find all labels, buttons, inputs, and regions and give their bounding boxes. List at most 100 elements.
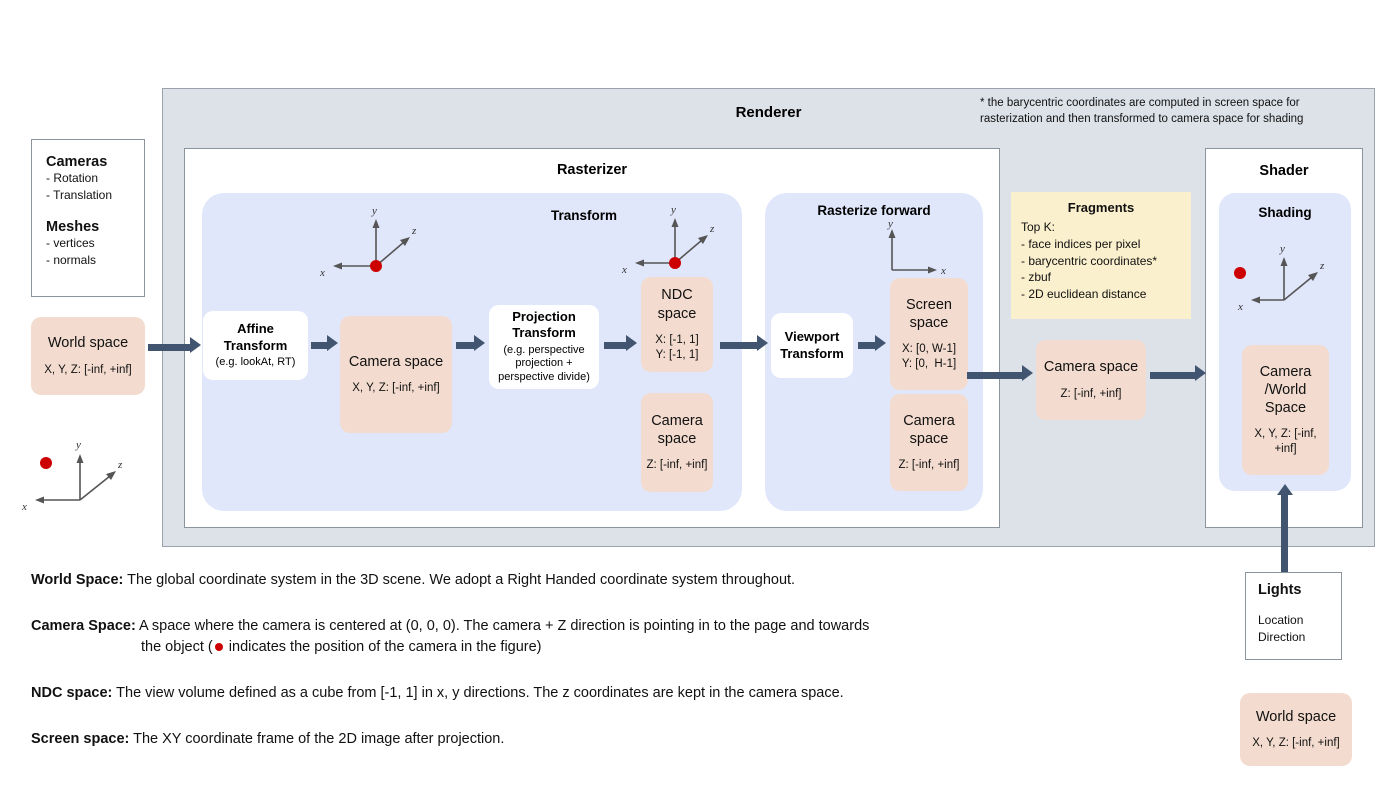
cameras-item-rotation: - Rotation [46,171,99,185]
affine-transform-sub: (e.g. lookAt, RT) [215,355,296,368]
legend-ndc-space-text: The view volume defined as a cube from [… [112,684,844,701]
camera-dot-icon [214,642,223,651]
cameras-meshes-box: Cameras - Rotation - Translation Meshes … [31,139,145,297]
camera-space-node-1-title: Camera space [348,353,444,370]
arrow-head [875,335,886,351]
fragments-lead: Top K: [1021,220,1056,234]
cameras-heading: Cameras [46,154,108,170]
legend-ndc-space-term: NDC space: [31,684,113,701]
arrow-viewport-to-screen [858,342,878,349]
fragments-item-zbuf: - zbuf [1021,270,1052,285]
meshes-item-normals: - normals [46,253,97,268]
world-space-input-title: World space [47,335,129,352]
camera-space-node-3-range: Z: [-inf, +inf] [898,459,960,472]
legend-world-space: World Space: The global coordinate syste… [31,570,1151,590]
camera-space-node-4-title: Camera space [1043,359,1139,376]
arrow-head [1022,365,1033,381]
world-space-lights-title: World space [1255,708,1337,725]
svg-text:z: z [117,459,123,471]
shader-title: Shader [1259,163,1309,179]
lights-item-direction: Direction [1258,629,1306,644]
arrow-camera-to-projection [456,342,476,349]
ndc-space-range: X: [-1, 1]Y: [-1, 1] [655,333,699,361]
camera-dot-icon [40,457,52,469]
arrow-head [474,335,485,351]
arrow-world-to-affine [148,344,192,351]
legend-world-space-term: World Space: [31,572,124,588]
fragments-title: Fragments [1067,200,1135,215]
camera-space-node-4: Camera space Z: [-inf, +inf] [1036,340,1146,420]
fragments-box: Fragments Top K: - face indices per pixe… [1011,192,1191,319]
lights-title: Lights [1258,582,1302,598]
world-space-input-box: World space X, Y, Z: [-inf, +inf] [31,317,145,395]
barycentric-footnote: * the barycentric coordinates are comput… [980,97,1304,125]
legend-camera-space-line2: the object ( indicates the position of t… [31,637,1151,657]
legend-world-space-text: The global coordinate system in the 3D s… [123,572,796,588]
renderer-title: Renderer [735,104,802,121]
shading-panel-title: Shading [1258,205,1312,220]
camera-space-node-4-range: Z: [-inf, +inf] [1060,387,1122,400]
transform-panel-title: Transform [550,208,618,223]
svg-text:x: x [21,501,27,513]
arrow-head [1277,484,1293,495]
meshes-item-vertices: - vertices [46,235,95,250]
arrow-lights-to-shading [1281,494,1288,572]
legend-camera-space-term: Camera Space: [31,618,136,635]
camera-space-node-1-range: X, Y, Z: [-inf, +inf] [352,382,440,395]
arrow-projection-to-ndc [604,342,628,349]
arrow-screen-to-camera4 [967,372,1025,379]
arrow-ndc-to-viewport [720,342,760,349]
camera-world-space-range: X, Y, Z: [-inf, +inf] [1254,428,1317,456]
lights-box: Lights Location Direction [1245,572,1342,660]
legend-camera-space: Camera Space: A space where the camera i… [31,616,1151,657]
arrow-affine-to-camera [311,342,329,349]
arrow-head [190,337,201,353]
screen-space-range: X: [0, W-1]Y: [0, H-1] [901,343,957,371]
fragments-item-barycentric: - barycentric coordinates* [1021,253,1158,268]
arrow-head [626,335,637,351]
svg-text:y: y [75,439,81,451]
world-space-input-range: X, Y, Z: [-inf, +inf] [44,363,132,376]
legend-screen-space: Screen space: The XY coordinate frame of… [31,729,1151,749]
world-space-lights-range: X, Y, Z: [-inf, +inf] [1252,737,1340,750]
cameras-item-translation: - Translation [46,188,113,203]
lights-item-location: Location [1258,613,1304,627]
legend-section: World Space: The global coordinate syste… [31,570,1151,775]
spacer [46,205,144,219]
legend-camera-space-text2: the object ( [141,638,213,655]
legend-screen-space-text: The XY coordinate frame of the 2D image … [129,731,505,748]
rasterizer-title: Rasterizer [556,162,628,178]
legend-camera-space-text3: indicates the position of the camera in … [224,638,542,655]
arrow-head [757,335,768,351]
world-axes-gizmo: y x z [21,439,123,513]
world-space-lights-box: World space X, Y, Z: [-inf, +inf] [1240,693,1352,766]
legend-screen-space-term: Screen space: [31,731,130,748]
meshes-heading: Meshes [46,218,100,235]
rasterize-forward-title: Rasterize forward [817,203,931,218]
camera-space-node-2-range: Z: [-inf, +inf] [646,459,708,472]
fragments-item-face-indices: - face indices per pixel [1021,236,1141,251]
legend-ndc-space: NDC space: The view volume defined as a … [31,683,1151,703]
fragments-item-euclidean: - 2D euclidean distance [1021,287,1147,302]
legend-camera-space-text: A space where the camera is centered at … [135,618,870,635]
arrow-camera4-to-shader [1150,372,1198,379]
arrow-head [327,335,338,351]
